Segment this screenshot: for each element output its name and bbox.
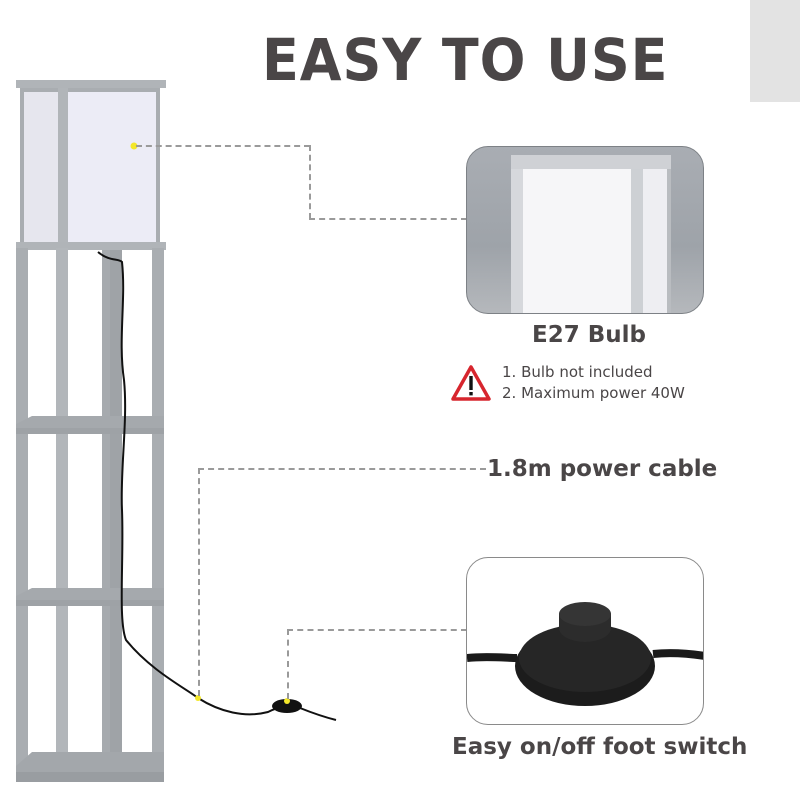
- switch-title: Easy on/off foot switch: [452, 734, 748, 760]
- connector-bulb-v: [309, 145, 311, 219]
- corner-tab: [750, 0, 800, 102]
- floor-lamp-illustration: [16, 80, 337, 782]
- foot-switch-detail-image: [466, 557, 704, 725]
- bulb-detail-image: [466, 146, 704, 314]
- bulb-note-2: 2. Maximum power 40W: [502, 384, 685, 402]
- warning-triangle-icon: [451, 365, 491, 401]
- bulb-notes: 1. Bulb not included 2. Maximum power 40…: [502, 362, 685, 404]
- connector-bulb-h1: [136, 145, 310, 147]
- bulb-note-1: 1. Bulb not included: [502, 363, 653, 381]
- connector-cable-v: [198, 468, 200, 696]
- bulb-title: E27 Bulb: [532, 322, 646, 348]
- connector-switch-v: [287, 629, 289, 699]
- cable-title: 1.8m power cable: [487, 456, 718, 482]
- connector-cable-h: [198, 468, 486, 470]
- connector-bulb-h2: [309, 218, 467, 220]
- connector-switch-h: [287, 629, 467, 631]
- headline: EASY TO USE: [262, 26, 669, 94]
